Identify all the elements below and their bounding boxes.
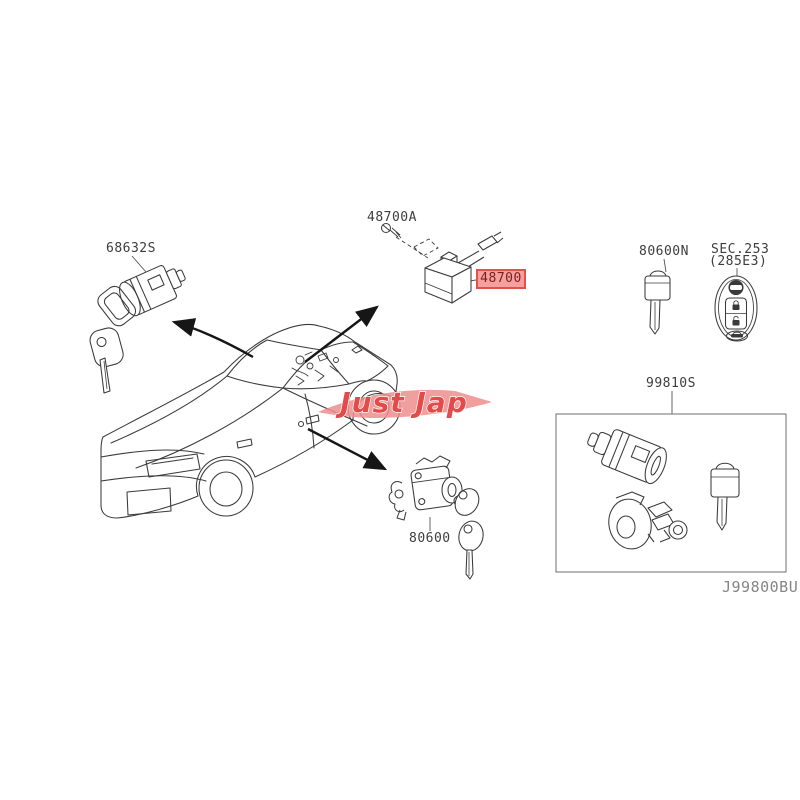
lock-set-key-drawing [710, 462, 740, 531]
steering-lock-drawing [395, 231, 504, 304]
diagram-reference-code: J99800BU [722, 578, 799, 596]
watermark: Just Jap [318, 385, 492, 420]
key-blank-drawing [644, 270, 671, 335]
arrow-to-trunk-lock [171, 318, 254, 359]
label-screw: 48700A [367, 210, 417, 225]
label-sec-ref-line1: SEC.253 [711, 242, 770, 257]
label-steering-lock-highlighted: 48700 [476, 269, 526, 289]
fob-trunk-button-icon [725, 330, 749, 342]
watermark-swoosh-shape [318, 389, 492, 418]
pointer-arrows [171, 305, 388, 471]
label-lock-set: 99810S [646, 376, 696, 391]
screw-drawing [381, 223, 402, 239]
label-sec-ref-line2: (285E3) [709, 254, 768, 269]
watermark-text: Just Jap [335, 386, 468, 419]
arrow-to-door-lock [307, 427, 388, 471]
trunk-lock-cylinder-drawing [89, 265, 186, 394]
parcel-shelf-mechanism [291, 351, 339, 386]
fob-unlock-button-icon [732, 315, 740, 326]
door-lock-drawing [388, 455, 484, 580]
lock-set-box [555, 413, 787, 573]
arrow-to-steering-lock [304, 305, 379, 363]
lock-set-door-lock-drawing [608, 491, 688, 550]
label-trunk-lock: 68632S [106, 241, 156, 256]
keyfob-drawing [714, 275, 758, 342]
lock-set-cylinder-drawing [587, 429, 667, 485]
car-illustration [100, 323, 401, 519]
label-door-lock: 80600 [409, 531, 451, 546]
label-key-blank: 80600N [639, 244, 689, 259]
fob-lock-button-icon [732, 300, 740, 310]
